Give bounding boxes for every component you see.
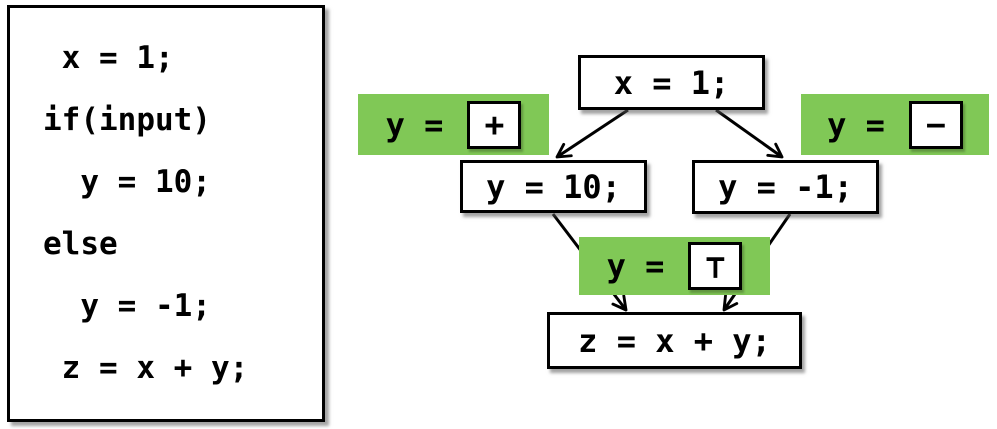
code-line: x = 1; (43, 40, 174, 76)
node-assign-z: z = x + y; (547, 312, 802, 369)
code-line: y = 10; (43, 164, 211, 200)
code-line: z = x + y; (43, 350, 249, 386)
edge-x-to-yneg (715, 108, 784, 159)
edge-x-to-y10 (555, 108, 629, 159)
code-line: if(input) (43, 102, 211, 138)
annotation-label: y = (606, 247, 665, 285)
annotation-label: y = (385, 105, 444, 144)
node-assign-y-10: y = 10; (460, 160, 647, 213)
code-panel: x = 1; if(input) y = 10; else y = -1; z … (7, 5, 325, 422)
node-assign-y-neg1: y = -1; (692, 160, 879, 214)
minus-symbol-box: − (908, 100, 963, 149)
annotation-y-top: y = ⊤ (579, 237, 770, 295)
plus-symbol-box: + (467, 100, 522, 149)
code-line: y = -1; (43, 288, 211, 324)
annotation-label: y = (827, 105, 885, 144)
annotation-y-plus: y = + (358, 94, 549, 155)
top-symbol-box: ⊤ (688, 242, 743, 290)
code-line: else (43, 226, 118, 262)
node-assign-x: x = 1; (578, 55, 765, 110)
annotation-y-minus: y = − (801, 94, 989, 155)
